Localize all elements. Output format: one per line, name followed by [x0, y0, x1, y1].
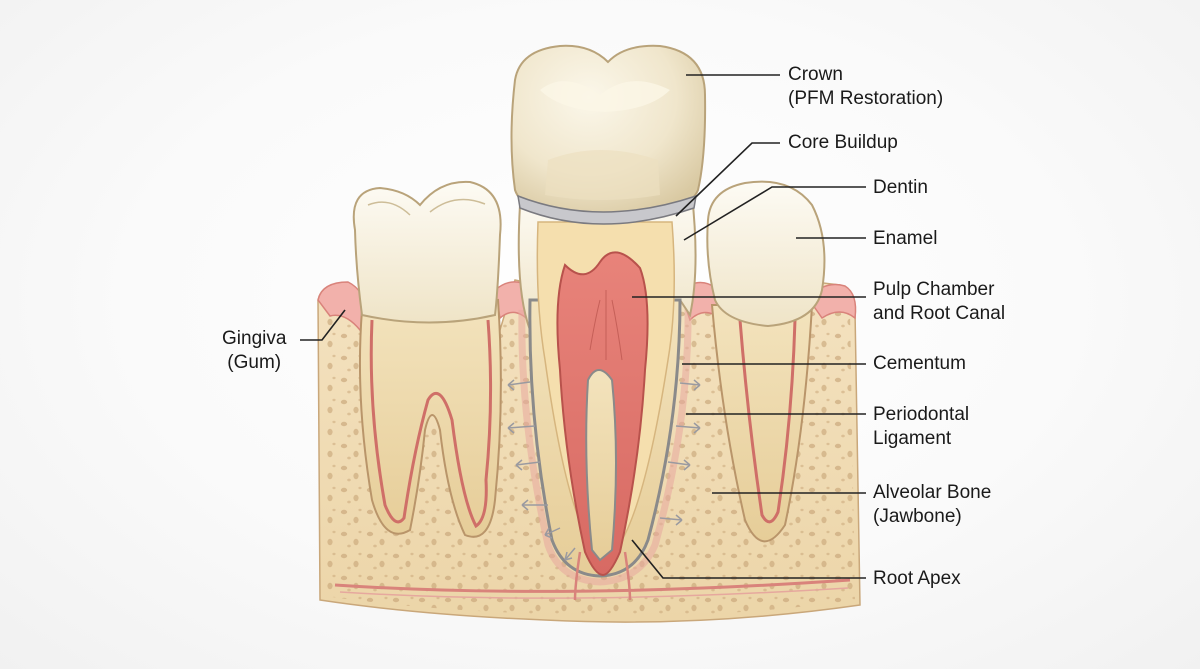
label-alveolar: Alveolar Bone (Jawbone) — [873, 481, 991, 529]
label-pulp-line2: and Root Canal — [873, 303, 1006, 324]
label-dentin-line1: Dentin — [873, 177, 928, 198]
label-dentin: Dentin — [873, 176, 928, 200]
label-pulp-line1: Pulp Chamber — [873, 279, 995, 300]
label-enamel: Enamel — [873, 227, 937, 251]
label-crown-line2: (PFM Restoration) — [788, 88, 944, 109]
label-apex: Root Apex — [873, 567, 961, 591]
label-crown-line1: Crown — [788, 64, 843, 85]
label-pulp: Pulp Chamber and Root Canal — [873, 278, 1005, 326]
label-apex-line1: Root Apex — [873, 568, 961, 589]
label-cementum-line1: Cementum — [873, 353, 966, 374]
center-restored-tooth — [510, 44, 707, 601]
label-periodontal-line2: Ligament — [873, 428, 952, 449]
label-cementum: Cementum — [873, 352, 966, 376]
label-crown: Crown (PFM Restoration) — [788, 63, 943, 111]
leader-lines — [300, 74, 866, 579]
label-periodontal-line1: Periodontal — [873, 404, 970, 425]
label-core-buildup: Core Buildup — [788, 131, 898, 155]
left-molar — [352, 180, 502, 538]
label-enamel-line1: Enamel — [873, 228, 938, 249]
metal-band — [517, 194, 697, 225]
label-alveolar-line2: (Jawbone) — [873, 506, 962, 527]
label-core-buildup-line1: Core Buildup — [788, 132, 898, 153]
label-gingiva: Gingiva (Gum) — [222, 327, 286, 375]
label-gingiva-line2: (Gum) — [227, 352, 282, 373]
label-gingiva-line1: Gingiva — [222, 328, 287, 349]
ligament-arrows — [507, 379, 701, 561]
label-alveolar-line1: Alveolar Bone — [873, 482, 992, 503]
label-periodontal: Periodontal Ligament — [873, 403, 969, 451]
